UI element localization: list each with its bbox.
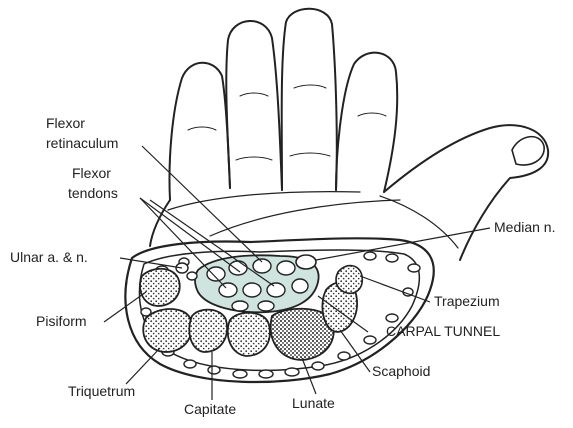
ulnar-nerve: [187, 272, 197, 280]
little-finger: [170, 63, 231, 200]
label-trapezium: Trapezium: [434, 293, 500, 309]
trapezium-bone: [336, 266, 362, 294]
label-flexor-tendons-2: tendons: [68, 185, 118, 201]
label-triquetrum: Triquetrum: [68, 383, 135, 399]
wrist-cross-section: [125, 238, 433, 382]
label-lunate: Lunate: [292, 395, 335, 411]
capitate-bone: [228, 313, 270, 356]
leader-triquetrum: [126, 348, 160, 384]
triquetrum-bone: [143, 309, 192, 352]
thumbnail: [512, 137, 544, 165]
label-pisiform: Pisiform: [36, 313, 87, 329]
label-flexor-tendons-1: Flexor: [72, 165, 111, 181]
pisiform-bone: [140, 269, 180, 306]
label-flexor-retinaculum-1: Flexor: [46, 115, 85, 131]
index-finger: [336, 53, 397, 192]
middle-finger: [282, 9, 337, 190]
label-capitate: Capitate: [184, 401, 236, 417]
label-median-nerve: Median n.: [494, 219, 555, 235]
label-flexor-retinaculum-2: retinaculum: [46, 135, 118, 151]
label-ulnar-artery-nerve: Ulnar a. & n.: [10, 249, 88, 265]
hand-outline: [150, 9, 548, 260]
ring-finger: [226, 21, 282, 190]
label-scaphoid: Scaphoid: [372, 363, 430, 379]
thumb: [384, 125, 548, 260]
median-nerve: [296, 255, 316, 269]
label-carpal-tunnel: CARPAL TUNNEL: [386, 323, 500, 339]
